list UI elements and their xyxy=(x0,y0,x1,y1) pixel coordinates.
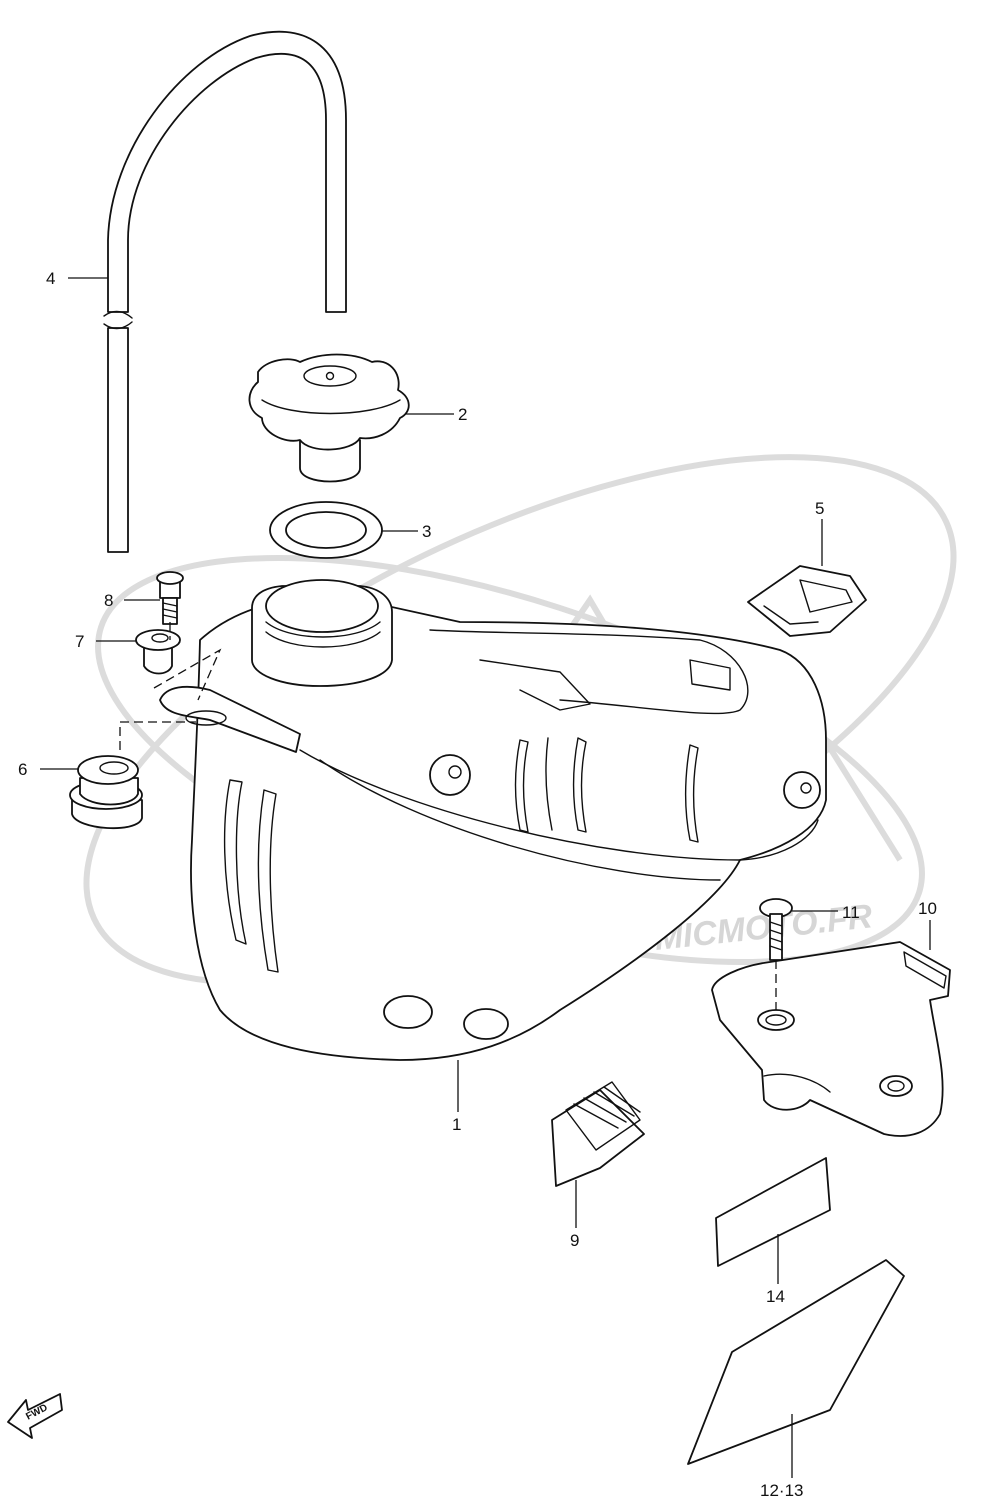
callout-12-13: 12·13 xyxy=(760,1481,803,1500)
callout-7: 7 xyxy=(75,632,84,651)
callout-5: 5 xyxy=(815,499,824,518)
part-5-strap-clip xyxy=(747,565,867,637)
part-11-screw xyxy=(759,898,793,961)
callout-6: 6 xyxy=(18,760,27,779)
callout-3: 3 xyxy=(422,522,431,541)
callout-8: 8 xyxy=(104,591,113,610)
part-4-breather-hose xyxy=(103,30,347,553)
part-3-gasket xyxy=(269,501,383,559)
part-1-fuel-tank xyxy=(159,579,827,1061)
part-8-bolt xyxy=(156,571,184,625)
part-12-13-decal xyxy=(687,1259,905,1465)
fwd-arrow-icon: FWD xyxy=(7,1393,63,1439)
callout-11: 11 xyxy=(842,903,860,922)
callout-4: 4 xyxy=(46,269,55,288)
callout-1: 1 xyxy=(452,1115,461,1134)
part-10-bracket xyxy=(711,941,951,1137)
part-9-pad xyxy=(551,1081,645,1187)
part-7-collar xyxy=(135,629,181,675)
part-14-label xyxy=(715,1157,831,1267)
part-2-fuel-cap xyxy=(248,353,410,483)
callout-14: 14 xyxy=(766,1287,785,1306)
part-6-grommet xyxy=(69,755,143,830)
leader-lines xyxy=(40,277,931,1478)
callout-2: 2 xyxy=(458,405,467,424)
callout-9: 9 xyxy=(570,1231,579,1250)
callout-10: 10 xyxy=(918,899,937,918)
callout-labels: 4 2 3 5 8 7 6 11 10 1 9 14 12·13 xyxy=(18,269,937,1500)
